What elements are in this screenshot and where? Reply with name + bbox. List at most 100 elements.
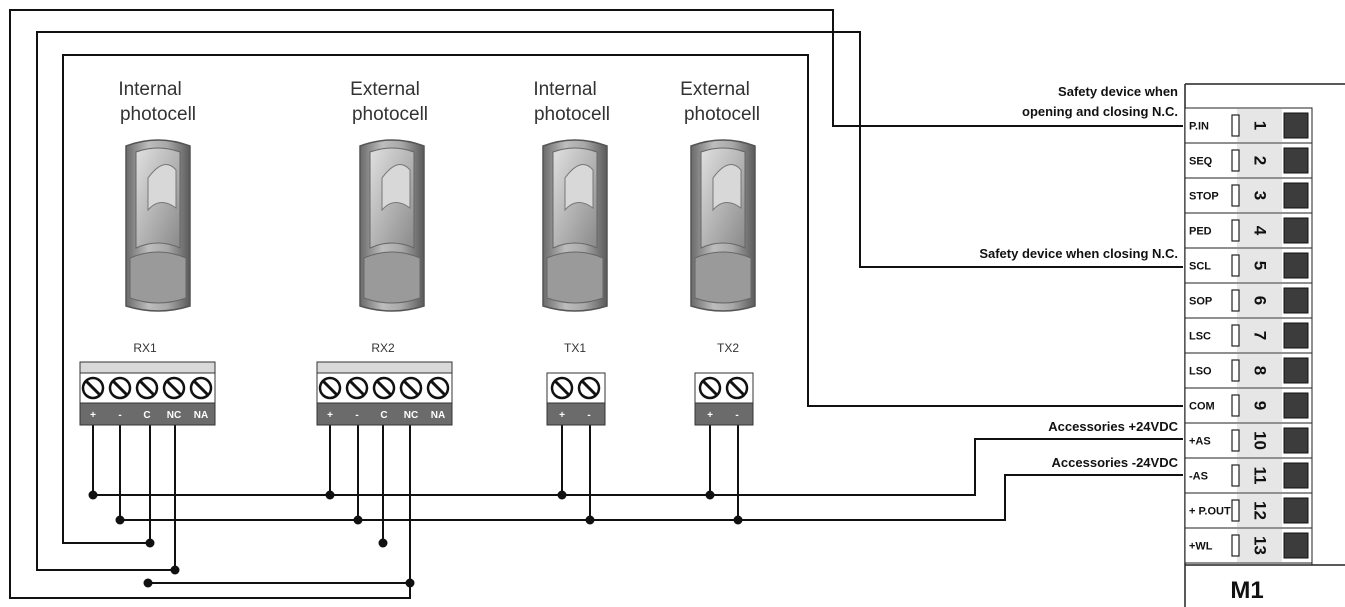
junction-dots <box>88 490 743 588</box>
device-tag: TX2 <box>717 341 739 355</box>
terminal-pin-number: 5 <box>1251 261 1270 270</box>
terminal-pin-label: PED <box>1189 226 1212 238</box>
screw-terminal-icon <box>1283 462 1309 489</box>
terminal-pin-number: 8 <box>1251 366 1270 375</box>
note-safety-open-close: Safety device when <box>1058 84 1178 99</box>
terminal-label: - <box>735 410 738 421</box>
screw-terminal-icon <box>1283 497 1309 524</box>
device-title: photocell <box>534 104 610 125</box>
terminal-pin-number: 2 <box>1251 156 1270 165</box>
note-acc-plus: Accessories +24VDC <box>1048 419 1178 434</box>
screw-terminal-row <box>550 376 601 400</box>
terminal-pin-label: +AS <box>1189 436 1211 448</box>
wire-minus-24v <box>119 410 1183 521</box>
terminal-pin-13: +WL 13 <box>1184 527 1313 564</box>
terminal-pin-number: 3 <box>1251 191 1270 200</box>
terminal-pin-label: P.IN <box>1189 121 1209 133</box>
screw-terminal-icon <box>1283 147 1309 174</box>
screw-terminal-row <box>698 376 749 400</box>
note-acc-minus: Accessories -24VDC <box>1052 455 1179 470</box>
terminal-pin-11: -AS 11 <box>1184 457 1313 494</box>
screw-terminal-icon <box>1283 357 1309 384</box>
terminal-label: NA <box>194 410 208 421</box>
terminal-pin-number: 12 <box>1251 501 1270 520</box>
device-title: photocell <box>352 104 428 125</box>
screw-terminal-icon <box>1283 112 1309 139</box>
screw-terminal-row <box>81 376 213 400</box>
terminal-pin-number: 6 <box>1251 296 1270 305</box>
screw-terminal-icon <box>1283 427 1309 454</box>
terminal-label: - <box>355 410 358 421</box>
photocell-icon <box>359 139 425 312</box>
terminal-pin-7: LSC 7 <box>1184 317 1313 354</box>
device-title: External <box>680 79 750 100</box>
terminal-pin-number: 9 <box>1251 401 1270 410</box>
device-tx1: Internal photocell TX1 + - <box>533 79 610 426</box>
terminal-pin-number: 13 <box>1251 536 1270 555</box>
terminal-label: C <box>143 410 150 421</box>
terminal-block-title: M1 <box>1230 577 1263 604</box>
terminal-pin-label: SOP <box>1189 296 1212 308</box>
screw-terminal-row <box>318 376 450 400</box>
screw-terminal-icon <box>1283 532 1309 559</box>
photocell-icon <box>125 139 191 312</box>
device-tx2: External photocell TX2 + - <box>680 79 760 426</box>
terminal-pin-label: STOP <box>1189 191 1219 203</box>
terminal-label: NA <box>431 410 445 421</box>
photocell-icon <box>542 139 608 312</box>
terminal-label: NC <box>404 410 418 421</box>
photocell-icon <box>690 139 756 312</box>
terminal-pin-label: SEQ <box>1189 156 1213 168</box>
screw-terminal-icon <box>1283 217 1309 244</box>
terminal-pin-9: COM 9 <box>1184 387 1313 424</box>
device-title: Internal <box>118 79 181 100</box>
terminal-label: + <box>707 410 713 421</box>
terminal-pin-label: -AS <box>1189 471 1208 483</box>
terminal-pin-number: 10 <box>1251 431 1270 450</box>
device-rx2: External photocell RX2 + - C NC NA <box>316 79 453 426</box>
terminal-pin-6: SOP 6 <box>1184 282 1313 319</box>
device-title: Internal <box>533 79 596 100</box>
terminal-pin-number: 7 <box>1251 331 1270 340</box>
terminal-label: - <box>587 410 590 421</box>
terminal-pin-number: 11 <box>1251 467 1270 485</box>
device-tag: RX1 <box>133 341 157 355</box>
terminal-pin-label: COM <box>1189 401 1215 413</box>
screw-terminal-icon <box>1283 392 1309 419</box>
device-title: photocell <box>120 104 196 125</box>
terminal-label: + <box>327 410 333 421</box>
terminal-pin-label: SCL <box>1189 261 1211 273</box>
screw-terminal-icon <box>1283 182 1309 209</box>
terminal-label: + <box>559 410 565 421</box>
device-title: External <box>350 79 420 100</box>
terminal-pin-label: +WL <box>1189 541 1213 553</box>
device-tag: TX1 <box>564 341 586 355</box>
wire-notes: Safety device when opening and closing N… <box>979 84 1178 470</box>
terminal-pin-3: STOP 3 <box>1184 177 1313 214</box>
wire-common <box>62 54 1183 544</box>
note-safety-open-close: opening and closing N.C. <box>1022 104 1178 119</box>
terminal-pin-12: + P.OUT 12 <box>1184 492 1313 529</box>
device-tag: RX2 <box>371 341 395 355</box>
terminal-pin-10: +AS 10 <box>1184 422 1313 459</box>
screw-terminal-icon <box>1283 287 1309 314</box>
terminal-pin-8: LSO 8 <box>1184 352 1313 389</box>
terminal-label: - <box>118 410 121 421</box>
device-title: photocell <box>684 104 760 125</box>
screw-terminal-icon <box>1283 252 1309 279</box>
terminal-pin-4: PED 4 <box>1184 212 1313 249</box>
device-rx1: Internal photocell RX1 + - C NC NA <box>79 79 216 426</box>
wire-safety-open-close <box>9 9 1183 599</box>
terminal-pin-2: SEQ 2 <box>1184 142 1313 179</box>
screw-terminal-icon <box>1283 322 1309 349</box>
terminal-pin-label: LSC <box>1189 331 1211 343</box>
note-safety-closing: Safety device when closing N.C. <box>979 246 1178 261</box>
terminal-pin-number: 4 <box>1251 226 1270 236</box>
terminal-pin-label: + P.OUT <box>1189 506 1231 518</box>
terminal-label: + <box>90 410 96 421</box>
terminal-pin-label: LSO <box>1189 366 1212 378</box>
terminal-label: NC <box>167 410 181 421</box>
